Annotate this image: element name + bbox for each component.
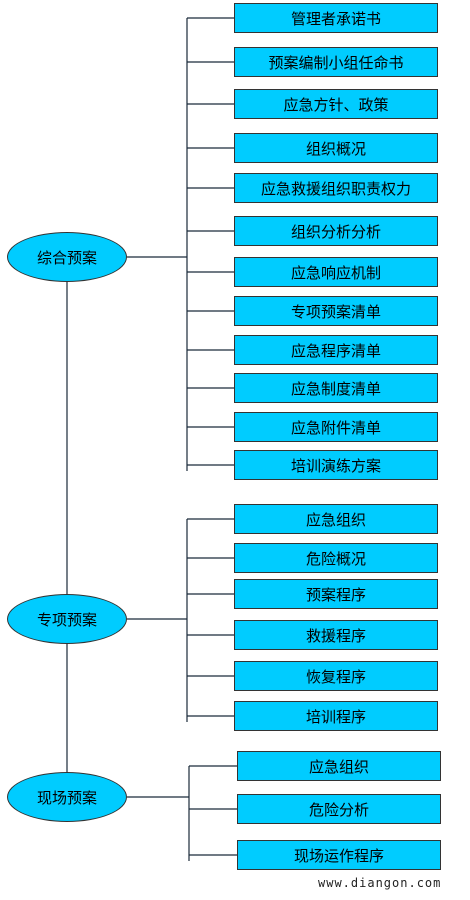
plan-item-box: 管理者承诺书 — [234, 3, 438, 33]
plan-node-2: 专项预案 — [7, 594, 127, 644]
plan-item-box: 预案程序 — [234, 579, 438, 609]
plan-item-box: 组织分析分析 — [234, 216, 438, 246]
plan-item-box: 应急救援组织职责权力 — [234, 173, 438, 203]
plan-item-box: 应急方针、政策 — [234, 89, 438, 119]
plan-item-box: 应急附件清单 — [234, 412, 438, 442]
plan-item-box: 应急组织 — [237, 751, 441, 781]
plan-item-box: 救援程序 — [234, 620, 438, 650]
plan-node-1: 综合预案 — [7, 232, 127, 282]
plan-node-3: 现场预案 — [7, 772, 127, 822]
plan-item-box: 应急组织 — [234, 504, 438, 534]
plan-item-box: 恢复程序 — [234, 661, 438, 691]
plan-item-box: 应急制度清单 — [234, 373, 438, 403]
plan-item-box: 组织概况 — [234, 133, 438, 163]
plan-item-box: 现场运作程序 — [237, 840, 441, 870]
plan-item-box: 应急响应机制 — [234, 257, 438, 287]
plan-item-box: 危险分析 — [237, 794, 441, 824]
plan-item-box: 危险概况 — [234, 543, 438, 573]
plan-item-box: 培训程序 — [234, 701, 438, 731]
plan-item-box: 应急程序清单 — [234, 335, 438, 365]
watermark: www.diangon.com — [318, 876, 442, 890]
plan-item-box: 预案编制小组任命书 — [234, 47, 438, 77]
plan-item-box: 专项预案清单 — [234, 296, 438, 326]
plan-item-box: 培训演练方案 — [234, 450, 438, 480]
